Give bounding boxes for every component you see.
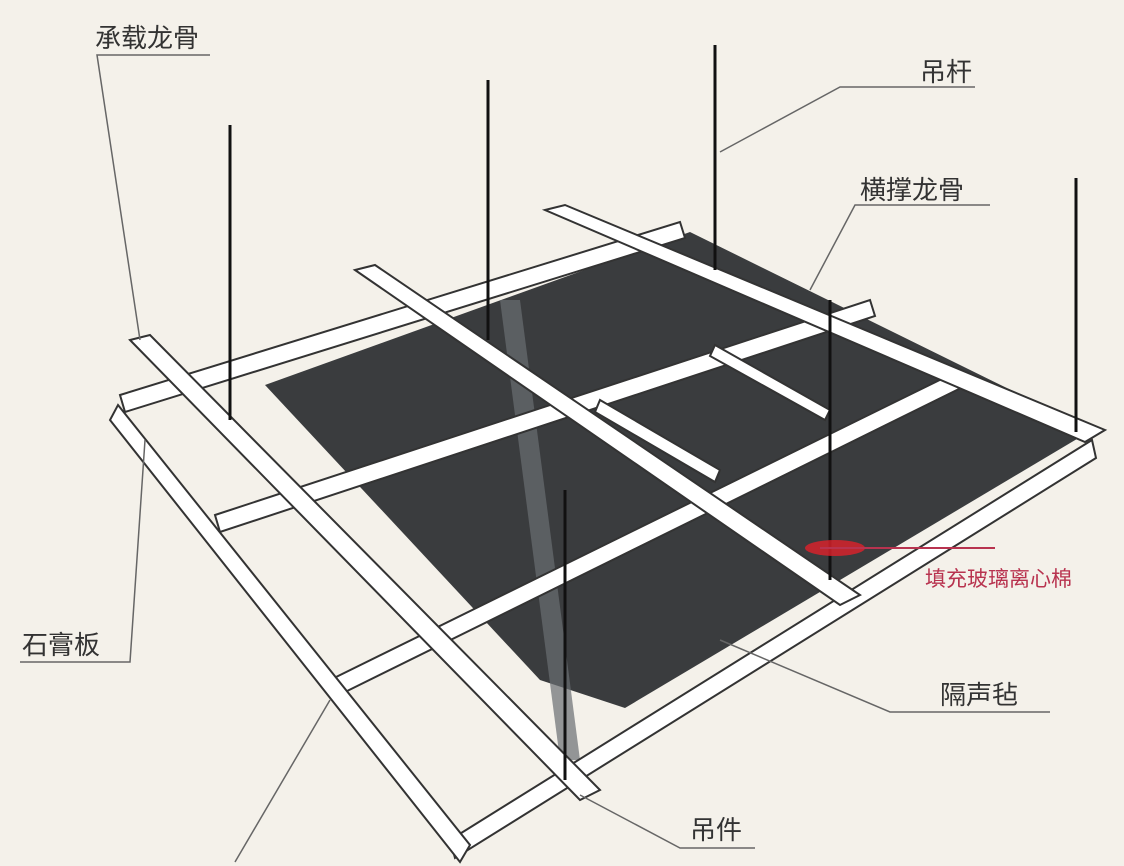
frame (108, 203, 1108, 864)
label-hanger: 吊件 (690, 816, 743, 846)
edge-keel-top (118, 220, 687, 414)
edge-keel-left (108, 403, 472, 864)
label-main-keel: 承载龙骨 (95, 24, 200, 54)
cross-keel-1 (213, 298, 877, 534)
short-cross-keel (708, 343, 832, 422)
short-cross-keel (593, 398, 722, 484)
main-keel-3 (541, 203, 1108, 444)
label-gypsum-board: 石膏板 (22, 631, 101, 661)
main-keel-2 (352, 263, 862, 607)
label-fill: 填充玻璃离心棉 (925, 567, 1072, 591)
leader-lines (20, 54, 1050, 863)
main-keel-1 (128, 333, 602, 802)
hanger-rods (228, 45, 1078, 780)
label-sound-felt: 隔声毡 (940, 681, 1019, 711)
label-cross-keel: 横撑龙骨 (860, 176, 965, 206)
label-hanger-rod: 吊杆 (920, 58, 973, 88)
